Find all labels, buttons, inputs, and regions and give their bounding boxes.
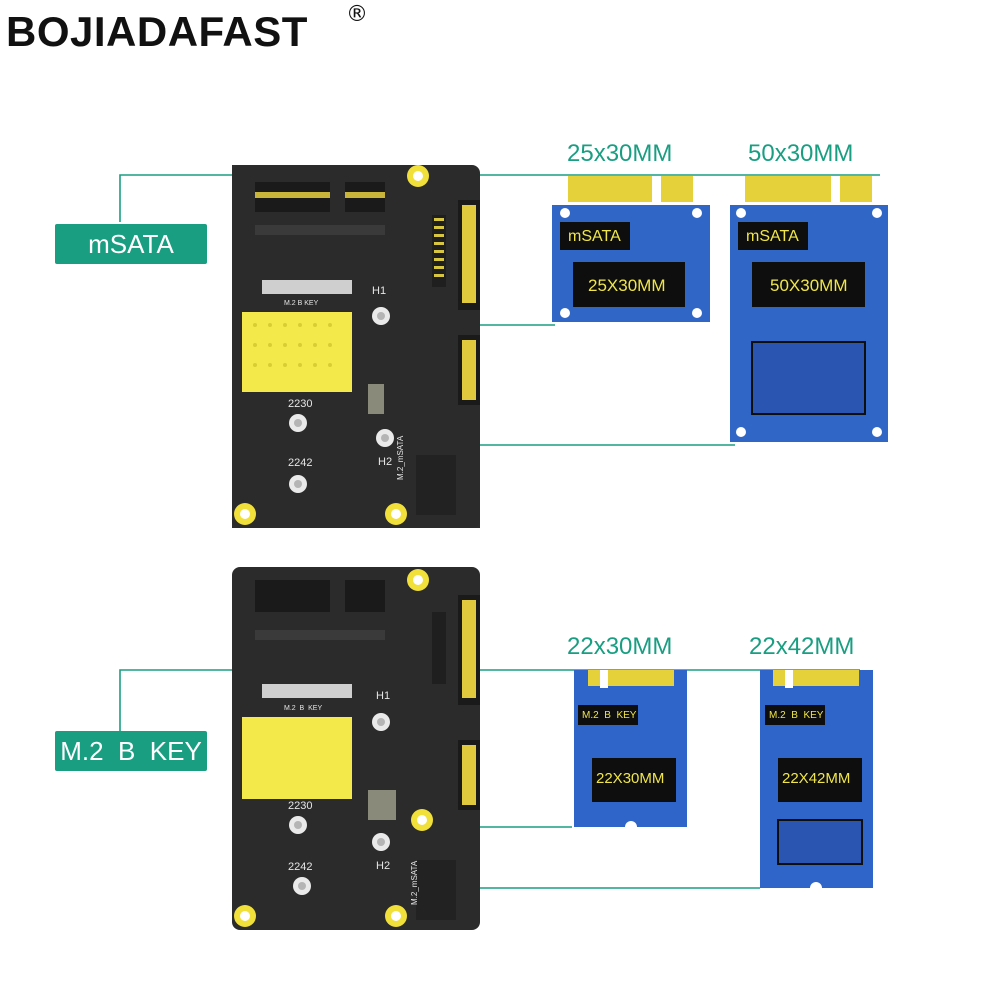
- side-label: M.2_mSATA: [396, 435, 405, 480]
- card-type-label: M.2 B KEY: [769, 710, 824, 721]
- chip-label: 22X42MM: [782, 770, 851, 787]
- chip-label: 22X30MM: [596, 770, 665, 787]
- card-size-title: 50x30MM: [748, 140, 854, 167]
- card-msata-25x30: [552, 176, 710, 322]
- card-m2-22x30: [574, 670, 687, 827]
- card-type-label: mSATA: [746, 228, 799, 245]
- card-size-title: 22x30MM: [567, 633, 673, 660]
- hole-label-h1: H1: [372, 285, 387, 297]
- card-type-label: mSATA: [568, 228, 621, 245]
- card-size-title: 25x30MM: [567, 140, 673, 167]
- section-label-m2-b-key: M.2 B KEY: [55, 731, 207, 771]
- adapter-board-bottom: [232, 567, 480, 930]
- hole-label-h2: H2: [378, 456, 393, 468]
- hole-label-h1: H1: [376, 690, 391, 702]
- size-label-2230: 2230: [288, 800, 313, 812]
- chip-label: 25X30MM: [588, 276, 666, 295]
- card-type-label: M.2 B KEY: [582, 710, 637, 721]
- size-label-2242: 2242: [288, 457, 313, 469]
- size-label-2242: 2242: [288, 861, 313, 873]
- card-size-title: 22x42MM: [749, 633, 855, 660]
- slot-label: M.2 B KEY: [284, 300, 319, 307]
- slot-label: M.2 B KEY: [284, 705, 323, 712]
- size-label-2230: 2230: [288, 398, 313, 410]
- card-m2-22x42: [760, 670, 873, 888]
- side-label: M.2_mSATA: [410, 860, 419, 905]
- adapter-board-top: [232, 165, 480, 528]
- section-label-msata: mSATA: [55, 224, 207, 264]
- card-msata-50x30: [730, 176, 888, 442]
- brand-logo: BOJIADAFAST: [6, 8, 308, 55]
- connector-lines-bottom: [119, 669, 860, 889]
- hole-label-h2: H2: [376, 860, 391, 872]
- chip-label: 50X30MM: [770, 276, 848, 295]
- registered-mark: ®: [346, 2, 368, 27]
